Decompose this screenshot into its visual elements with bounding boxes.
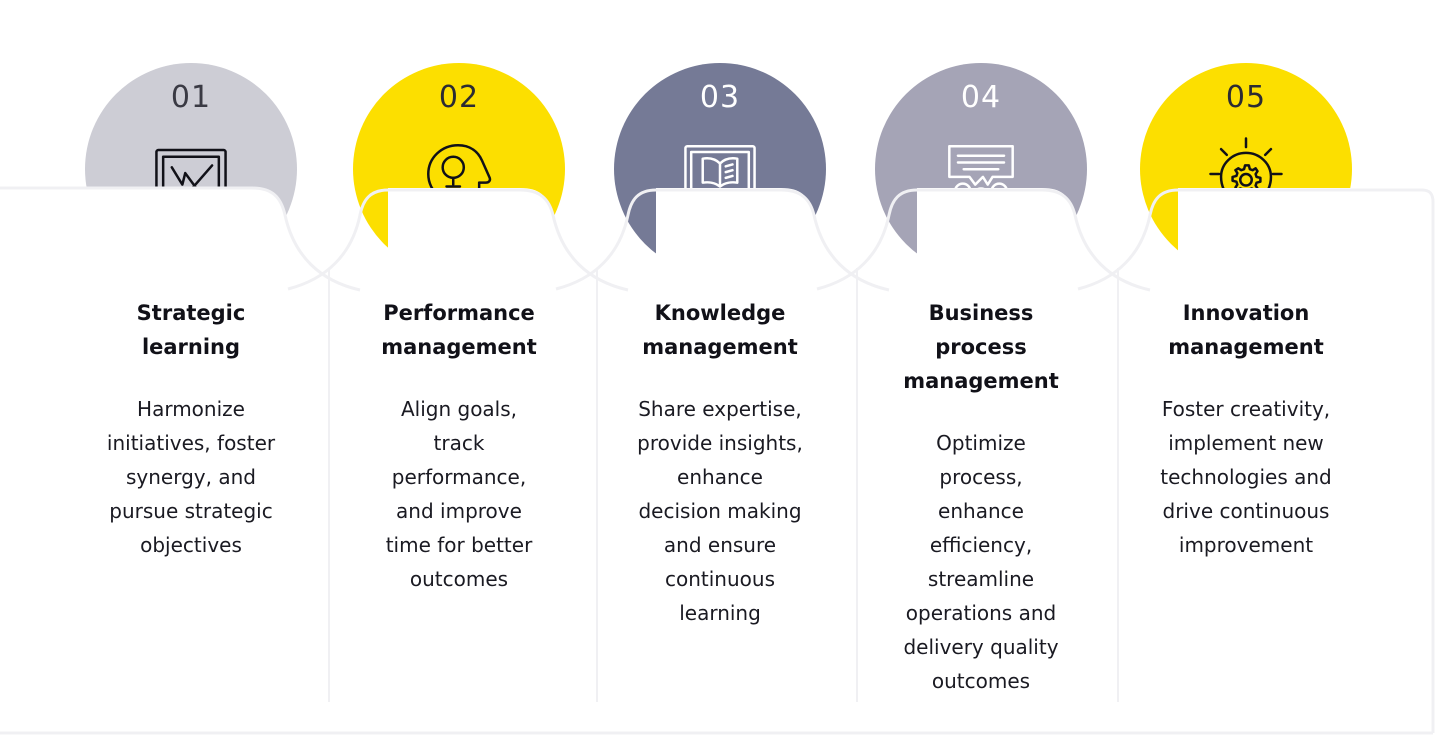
step-number-3: 03 [699, 80, 741, 115]
step-description-4: Optimize process, enhance efficiency, st… [903, 431, 1059, 693]
step-number-5: 05 [1225, 80, 1267, 115]
step-number-2: 02 [438, 80, 480, 115]
step-title-4: Business process management [903, 301, 1059, 393]
step-column-1: Strategic learning Harmonize initiatives… [66, 296, 316, 562]
step-title-2: Performance management [381, 301, 537, 359]
step-description-5: Foster creativity, implement new technol… [1160, 397, 1332, 557]
step-column-5: Innovation management Foster creativity,… [1121, 296, 1371, 562]
step-title-3: Knowledge management [642, 301, 798, 359]
step-description-1: Harmonize initiatives, foster synergy, a… [106, 397, 276, 557]
step-number-1: 01 [170, 80, 212, 115]
step-description-2: Align goals, track performance, and impr… [385, 397, 533, 591]
step-description-3: Share expertise, provide insights, enhan… [637, 397, 803, 625]
step-title-1: Strategic learning [136, 301, 246, 359]
step-column-4: Business process management Optimize pro… [856, 296, 1106, 698]
step-column-2: Performance management Align goals, trac… [334, 296, 584, 596]
step-number-4: 04 [960, 80, 1002, 115]
step-column-3: Knowledge management Share expertise, pr… [595, 296, 845, 630]
step-title-5: Innovation management [1168, 301, 1324, 359]
